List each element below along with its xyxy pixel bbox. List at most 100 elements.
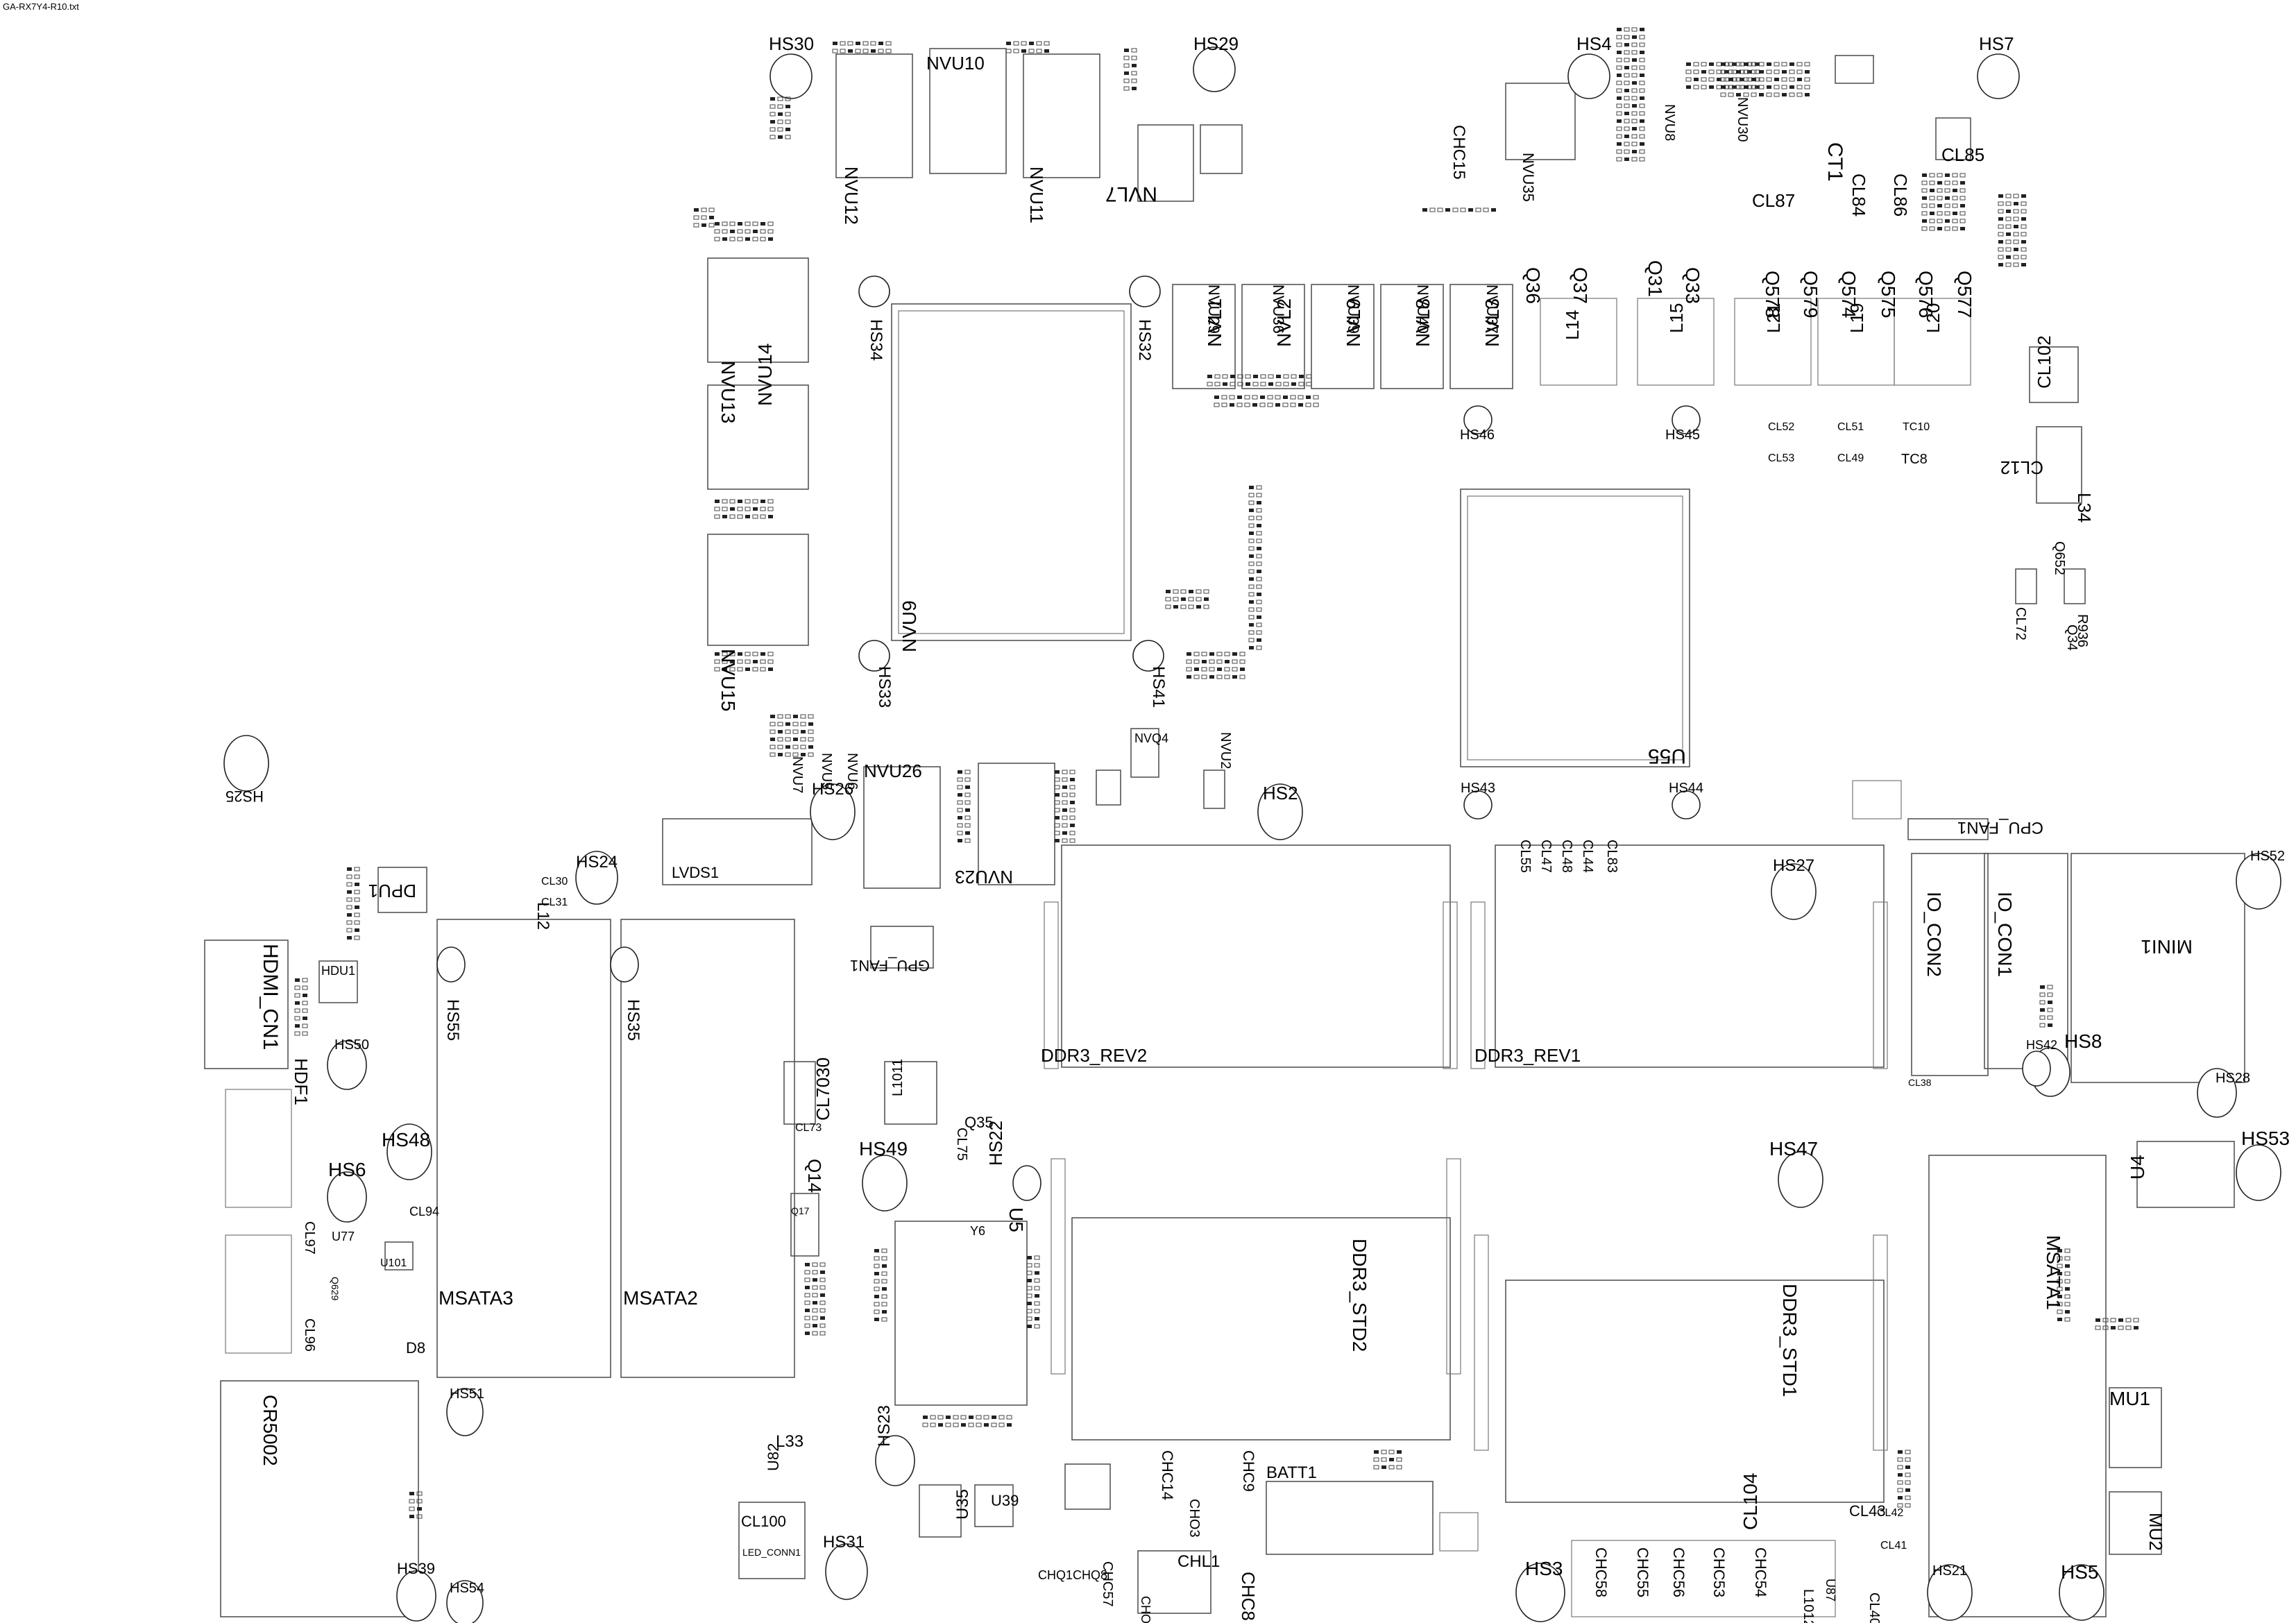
designator-nvu9: NVU9 [899,600,920,652]
designator-ddr3-rev1: DDR3_REV1 [1474,1045,1581,1066]
designator-y6: Y6 [970,1224,985,1238]
designator-q579: Q579 [1800,271,1821,318]
designator-cl38: CL38 [1908,1077,1932,1088]
designator-chc57: CHC57 [1100,1561,1115,1607]
designator-chc15: CHC15 [1449,125,1468,180]
designator-nvu14: NVU14 [754,343,776,406]
designator-cl73: CL73 [795,1122,822,1134]
designator-chc55: CHC55 [1634,1547,1651,1597]
designator-hs43: HS43 [1461,781,1495,796]
designator-u87: U87 [1823,1579,1837,1601]
footprint-u39 [974,1484,1014,1527]
footprint-dpu1 [377,867,427,913]
designator-q34: Q34 [2064,624,2080,651]
footprint-io-con2 [1911,853,1989,1076]
designator-q14: Q14 [804,1159,825,1193]
designator-chq8: CHQ8 [1073,1568,1107,1582]
footprint-u55 [1460,488,1690,767]
footprint-lvds1 [662,818,813,885]
designator-hs21: HS21 [1932,1563,1967,1579]
designator-q35: Q35 [964,1114,994,1131]
designator-hs25: HS25 [226,788,264,805]
designator-nvu35: NVU35 [1520,153,1537,202]
footprint-ddr3-rev2 [1061,844,1451,1068]
designator-hdmi-cn1: HDMI_CN1 [259,944,282,1050]
designator-mu1: MU1 [2109,1388,2150,1409]
designator-hs28: HS28 [2216,1071,2250,1086]
designator-u77: U77 [332,1230,355,1243]
designator-lvds1: LVDS1 [672,864,719,881]
designator-nvu11: NVU11 [1026,167,1047,223]
designator-mu2: MU2 [2145,1513,2166,1551]
designator-nvu13: NVU13 [717,361,739,423]
designator-hs47: HS47 [1769,1138,1818,1159]
designator-l14: L14 [1562,310,1583,340]
designator-hs29: HS29 [1193,33,1239,54]
designator-u4: U4 [2127,1155,2148,1180]
designator-ddr3-rev2: DDR3_REV2 [1041,1045,1147,1066]
designator-hs54: HS54 [450,1581,484,1596]
designator-hs31: HS31 [823,1533,865,1552]
designator-mini1: MINI1 [2141,936,2193,958]
designator-hs27: HS27 [1773,856,1814,875]
designator-tc10: TC10 [1903,421,1930,433]
footprint-cl102 [2029,346,2079,403]
designator-q575: Q575 [1878,271,1899,318]
designator-u82: U82 [765,1443,782,1471]
designator-nvl9: NVL9 [1343,298,1364,347]
designator-q578: Q578 [1762,271,1783,318]
footprint-chl1 [1137,1550,1211,1614]
designator-hs35: HS35 [624,999,643,1041]
footprint-mu2 [2109,1491,2162,1555]
footprint-nvu26 [863,766,941,889]
designator-io-con2: IO_CON2 [1923,892,1945,977]
designator-hs2: HS2 [1263,783,1298,804]
footprint-cl85 [1935,117,1971,160]
designator-hs3: HS3 [1525,1558,1563,1579]
footprint-batt1 [1266,1481,1434,1555]
designator-hdf1: HDF1 [291,1058,312,1105]
designator-cl85: CL85 [1941,144,1984,165]
designator-chl1: CHL1 [1177,1552,1220,1571]
footprint-nvl9 [1311,284,1375,389]
designator-u101: U101 [380,1257,407,1269]
footprint-nvu35 [1505,83,1576,160]
designator-nvu7: NVU7 [790,756,805,793]
designator-l1011: L1011 [890,1059,905,1096]
designator-nvu29: NVU29 [1205,284,1223,334]
designator-cl31: CL31 [541,897,568,908]
footprint-ddr3-rev1 [1495,844,1885,1068]
designator-cho4: CHO4 [1139,1596,1153,1623]
designator-d8: D8 [406,1339,425,1357]
designator-hs7: HS7 [1979,33,2014,54]
designator-q17: Q17 [791,1205,810,1216]
footprint-msata1 [1928,1155,2107,1617]
designator-q577: Q577 [1954,271,1975,318]
designator-chc53: CHC53 [1710,1547,1728,1597]
designator-hs50: HS50 [334,1037,369,1053]
designator-nvu36: NVU36 [1270,284,1287,334]
designator-l12: L12 [534,902,552,930]
designator-chc14: CHC14 [1159,1450,1176,1500]
designator-l21: L21 [1763,303,1784,333]
footprint-ddr3-std1 [1505,1280,1885,1503]
footprint-mini1 [2070,853,2245,1083]
designator-cl41: CL41 [1880,1540,1907,1552]
footprint-msata3 [436,919,611,1378]
designator-nvu23: NVU23 [955,867,1013,887]
designator-nvu15: NVU15 [717,649,739,711]
designator-chc54: CHC54 [1752,1547,1769,1597]
designator-cl100: CL100 [741,1513,786,1530]
designator-chc9: CHC9 [1240,1450,1257,1492]
designator-hs23: HS23 [875,1405,894,1447]
designator-hs5: HS5 [2061,1561,2098,1583]
designator-u39: U39 [991,1492,1019,1509]
designator-ddr3-std2: DDR3_STD2 [1349,1239,1370,1352]
designator-q652: Q652 [2052,541,2067,575]
footprint-ct1 [1835,55,1874,84]
designator-r936: R936 [2075,614,2090,647]
designator-l33: L33 [776,1432,803,1451]
footprint-nvu15 [707,534,809,646]
footprint-l34 [2036,426,2082,504]
